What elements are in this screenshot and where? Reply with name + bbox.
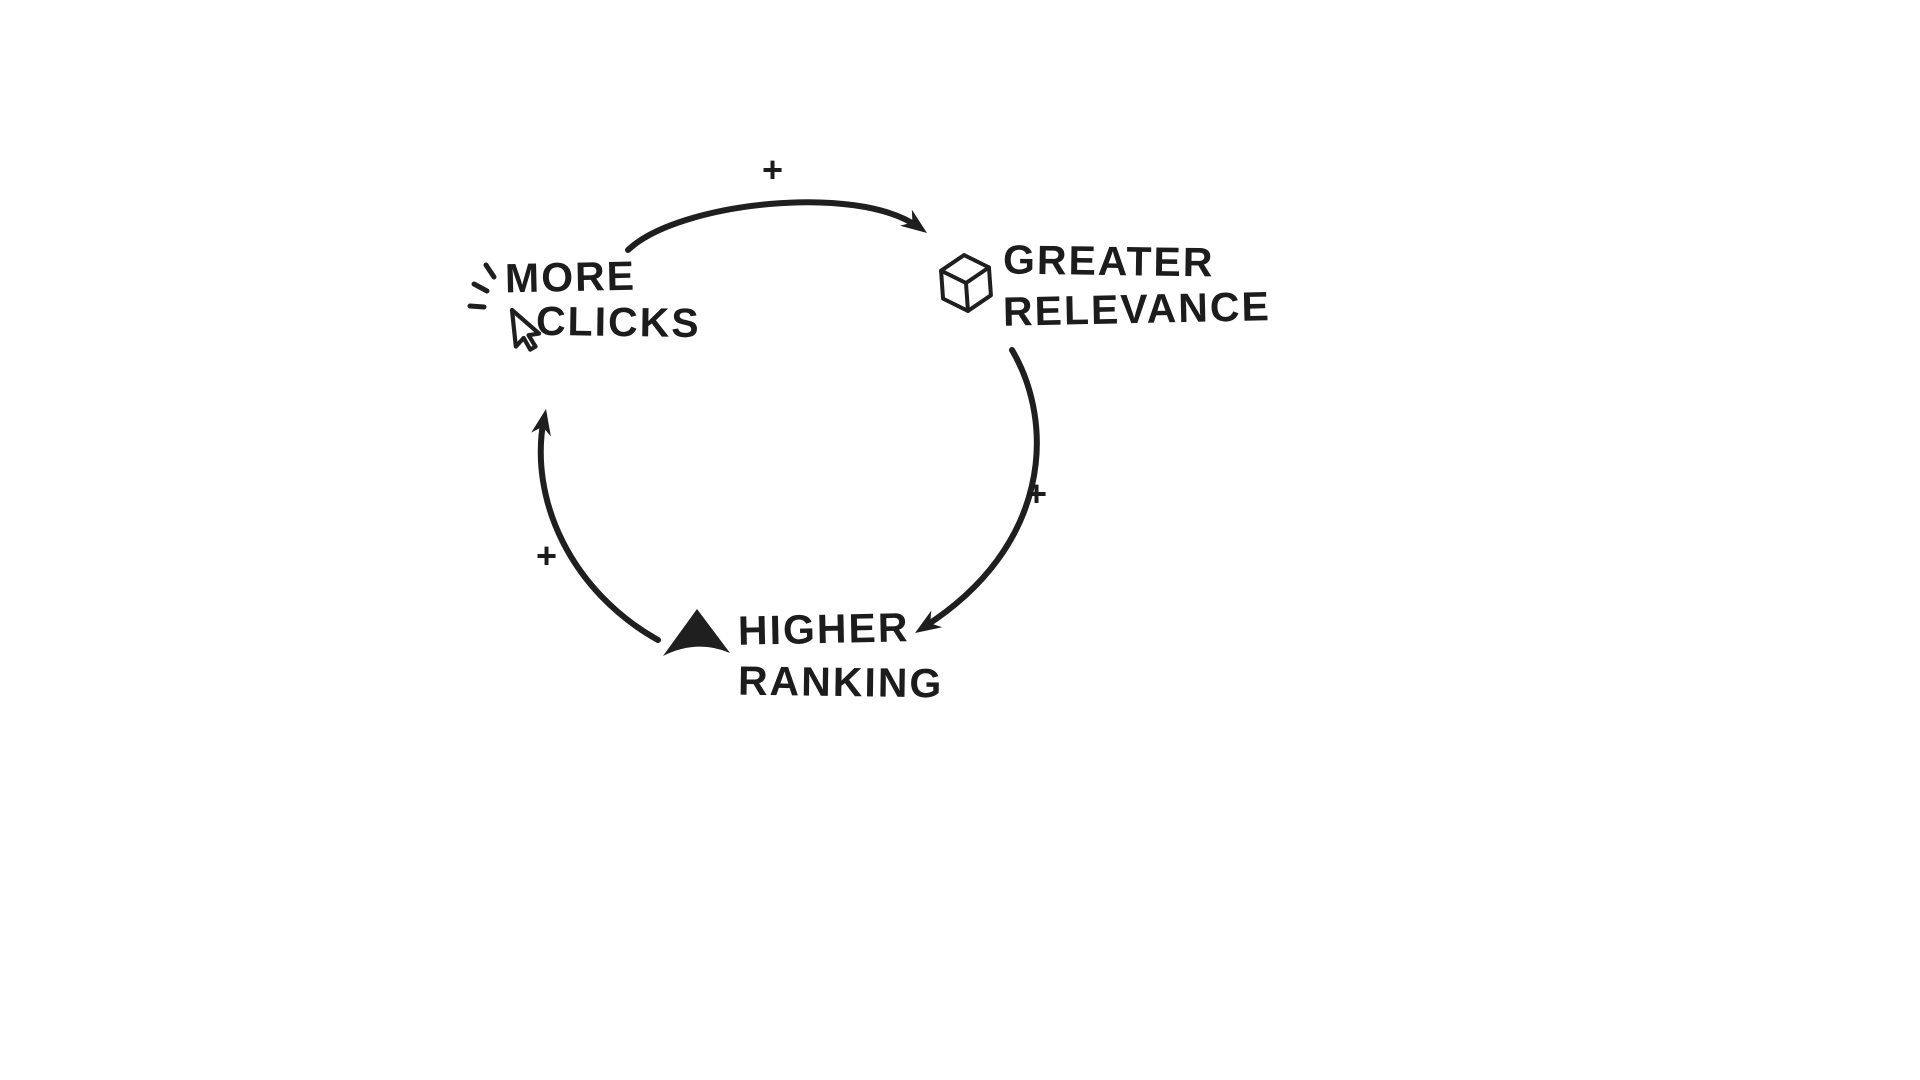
polarity-sign-right: + <box>1026 473 1048 514</box>
arrowhead-left <box>531 409 551 437</box>
node-label-greater: GREATER <box>1002 236 1215 286</box>
arrow-up-icon <box>663 609 730 656</box>
arc-ranking-to-clicks <box>537 415 661 643</box>
cube-icon <box>939 253 993 313</box>
node-label-clicks: CLICKS <box>535 297 701 347</box>
click-burst-icon <box>467 262 497 310</box>
arrowhead-right <box>915 610 943 633</box>
node-label-relevance: RELEVANCE <box>1002 283 1272 335</box>
arrowhead-top <box>900 209 927 233</box>
polarity-sign-top: + <box>762 149 784 190</box>
node-label-more: MORE <box>504 252 637 302</box>
node-label-higher: HIGHER <box>737 604 910 654</box>
cursor-icon <box>509 307 542 352</box>
polarity-sign-left: + <box>536 535 558 576</box>
node-label-ranking: RANKING <box>737 657 944 707</box>
arc-clicks-to-relevance <box>625 199 921 253</box>
arc-relevance-to-ranking <box>921 347 1040 630</box>
